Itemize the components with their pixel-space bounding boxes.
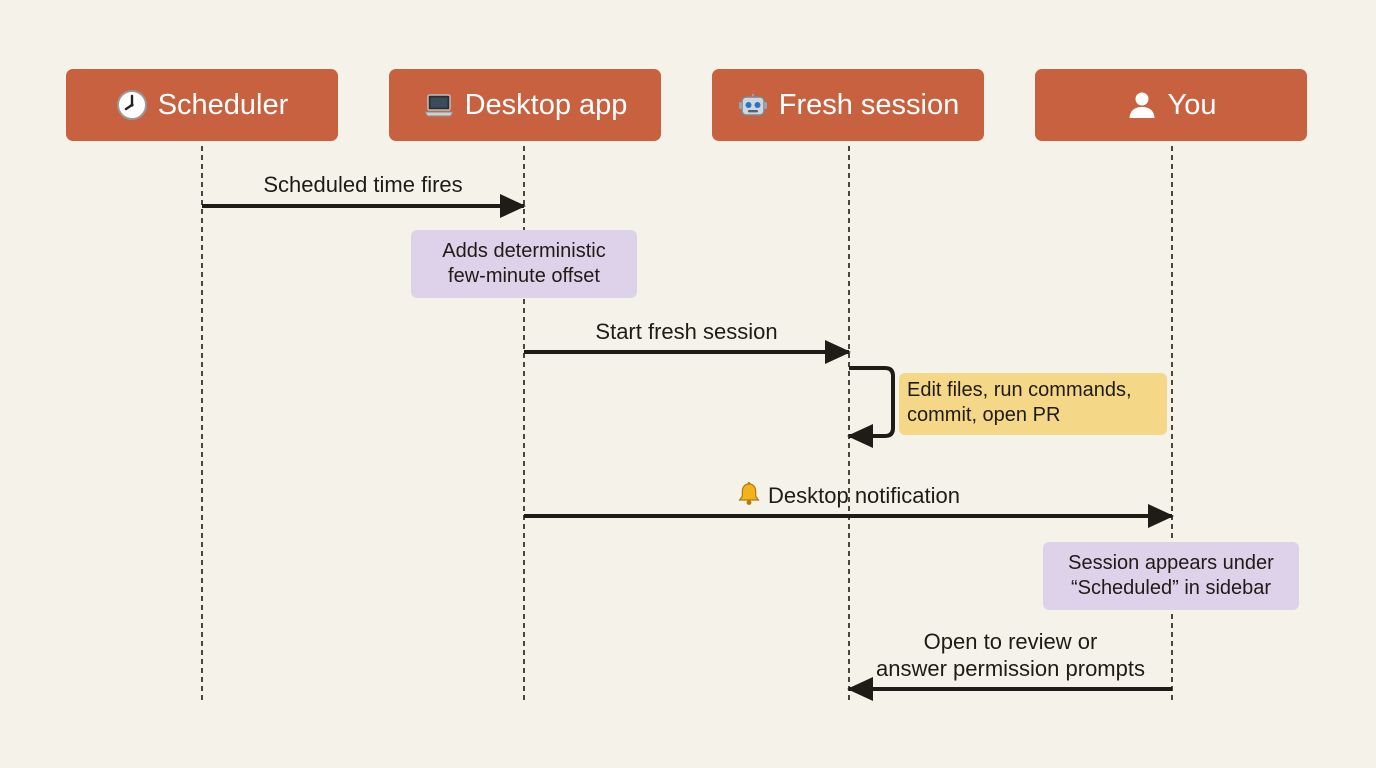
note-line: Session appears under [1068, 552, 1274, 574]
bell-icon [736, 481, 762, 507]
note-work-steps: Edit files, run commands, commit, open P… [899, 373, 1167, 435]
message-line: answer permission prompts [876, 656, 1145, 681]
message-desktop-notification: Desktop notification [524, 481, 1172, 509]
actor-label: Desktop app [464, 88, 628, 121]
actor-label: Scheduler [157, 88, 289, 121]
note-line: Adds deterministic [442, 240, 606, 262]
actor-scheduler: Scheduler [66, 69, 338, 141]
message-open-to-review: Open to review or answer permission prom… [849, 628, 1172, 682]
actor-fresh-session: Fresh session [712, 69, 984, 141]
note-line: few-minute offset [448, 265, 600, 287]
actor-label: You [1167, 88, 1217, 121]
note-deterministic-offset: Adds deterministic few-minute offset [411, 230, 637, 298]
message-text: Desktop notification [768, 483, 960, 508]
person-icon [1126, 89, 1158, 121]
note-line: commit, open PR [907, 404, 1061, 426]
arrow-self-work [847, 366, 895, 448]
laptop-icon [423, 89, 455, 121]
message-scheduled-time-fires: Scheduled time fires [263, 172, 463, 197]
actor-label: Fresh session [778, 88, 960, 121]
clock-icon [116, 89, 148, 121]
actor-desktop-app: Desktop app [389, 69, 661, 141]
note-line: “Scheduled” in sidebar [1070, 577, 1272, 599]
actor-you: You [1035, 69, 1307, 141]
note-sidebar: Session appears under “Scheduled” in sid… [1043, 542, 1299, 610]
message-line: Open to review or [923, 629, 1098, 654]
message-start-fresh-session: Start fresh session [595, 319, 778, 344]
robot-icon [737, 89, 769, 121]
note-line: Edit files, run commands, [907, 379, 1132, 401]
